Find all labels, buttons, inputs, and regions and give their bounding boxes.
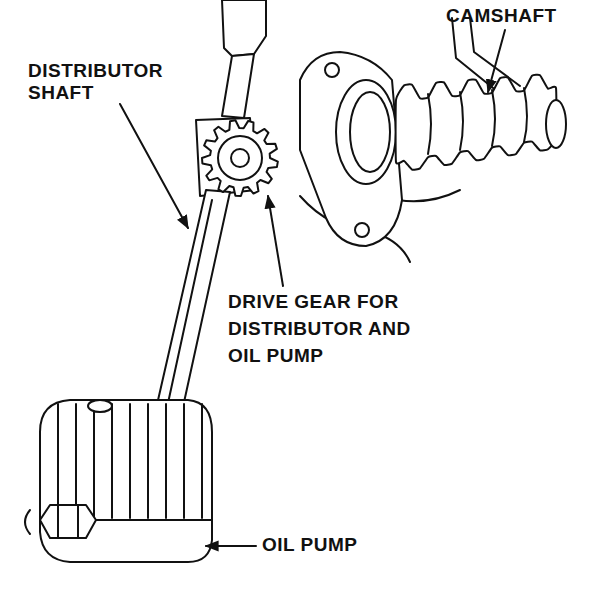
part-label: OIL PUMP (262, 534, 392, 555)
pump-gear-rib (129, 404, 131, 518)
distributor-shaft (148, 0, 266, 448)
cam-lobe-edge (524, 88, 527, 142)
oil-pump (25, 400, 212, 562)
gear-hub (218, 136, 262, 180)
part-label: DRIVE GEAR FOR DISTRIBUTOR AND OIL PUMP (228, 288, 418, 369)
camshaft-body (396, 75, 566, 170)
part-label: CAMSHAFT (446, 5, 586, 26)
pump-gear-rib (111, 404, 113, 518)
cam-lobe-edge (492, 90, 495, 146)
cam-lobe-edge (460, 92, 463, 150)
pump-gear-rib (147, 404, 149, 518)
gear-hole (231, 149, 249, 167)
part-label: DISTRIBUTOR SHAFT (28, 60, 178, 104)
camshaft-end (546, 100, 566, 148)
leader-line (120, 30, 505, 546)
cam-lobe-edge (428, 94, 431, 154)
gear-teeth (202, 120, 278, 196)
pump-gear-rib (201, 404, 203, 518)
pump-gear-rib (165, 404, 167, 518)
pump-gear-rib (75, 404, 77, 518)
cam-lobes (396, 75, 557, 170)
pump-gear-rib (93, 404, 95, 518)
drive-gear (202, 120, 278, 196)
pump-gear (58, 400, 202, 518)
pump-gear-rib (183, 404, 185, 518)
pump-gear-hub (88, 400, 112, 412)
camshaft-flange (300, 52, 402, 246)
pump-gear-rib (57, 404, 59, 518)
